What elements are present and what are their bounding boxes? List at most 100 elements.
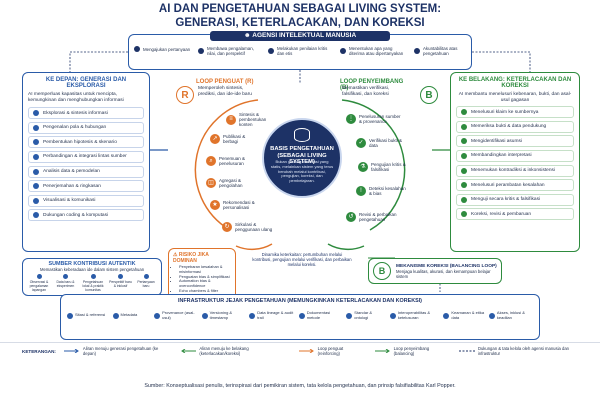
correction-desc: Menjaga kualitas, akurasi, dan kemampuan… [396,268,491,279]
people-icon: ☻ [243,32,253,39]
legend-item: Aliran menuju ke belakang (keterlacakan/… [180,346,290,356]
risk-item: Penyebaran kesalahan & misinformasi [179,264,231,275]
share-icon: ↗ [210,134,220,144]
chart-icon [33,197,39,204]
source-item: Perspektif baru & inklusif [109,274,133,293]
reinforcing-loop-icon: R [176,86,194,104]
orange-loop-icon [298,349,314,353]
left-item: Perbandingan & integrasi lintas sumber [28,150,144,163]
risk-box: ⚠ RISIKO JIKA DOMINAN Penyebaran kesalah… [168,248,236,307]
question-icon [134,46,140,52]
right-item: Memeriksa bukti & data pendukung [456,120,574,133]
tag-icon [112,312,119,319]
balancing-step: ↺Revisi & perbaikan pengetahuan [346,212,404,222]
infra-list: Sitasi & referensi Metadata Provenance (… [67,310,533,320]
balancing-desc: Memastikan verifikasi, falsifikasi, dan … [342,86,390,97]
infra-item: Akses, inklusi & keadilan [488,310,533,320]
left-panel-title: KE DEPAN: GENERASI DAN EKSPLORASI [45,77,127,89]
handshake-icon [414,48,420,54]
infra-item: Interoperabilitas & ketelusuran [389,310,440,320]
right-panel-subtitle: AI membantu menelusuri kebenaran, bukti,… [458,92,572,103]
left-item: Pengenalan pola & hubungan [28,121,144,134]
lineage-icon [249,312,256,319]
fingerprint-icon [154,312,161,319]
compare-icon [33,153,39,160]
dashed-line-icon [458,350,475,352]
balancing-loop-arc-bottom [327,243,365,251]
right-item: Mengidentifikasi asumsi [456,135,574,148]
left-item: Eksplorasi & sintesis informasi [28,107,144,120]
legend-label: KETERANGAN: [22,348,56,354]
translate-icon [33,183,39,190]
right-panel: KE BELAKANG: KETERLACAKAN DAN KOREKSI AI… [450,72,580,252]
warning-icon: ! [356,186,366,196]
lock-icon [443,312,450,319]
legend-item: Dukungan & tata kelola oleh agensi manus… [458,346,592,356]
bar-chart-icon [33,168,39,175]
balancing-title: LOOP PENYEIMBANG (B) [340,79,404,91]
correction-text: MEKANISME KOREKSI (BALANCING LOOP) Menja… [396,264,497,279]
sources-title: SUMBER KONTRIBUSI AUTENTIK [48,261,136,267]
network-icon [33,124,39,131]
footprints-icon: ⋮ [346,114,356,124]
correction-box: B MEKANISME KOREKSI (BALANCING LOOP) Men… [368,258,502,284]
agency-to-left-line [69,51,128,72]
legend-divider [0,342,600,343]
knowledge-base-title: BASIS PENGETAHUAN (SEBAGAI LIVING SYSTEM… [270,146,334,166]
sources-box: SUMBER KONTRIBUSI AUTENTIK Memastikan ke… [22,258,162,296]
knowledge-base-circle [262,118,342,198]
reinforcing-step: ↗Publikasi & berbagi [210,134,258,144]
infra-item: Sitasi & referensi [67,311,109,320]
infra-item: Dokumentasi metode [298,310,343,320]
contradiction-icon [461,167,467,174]
risk-item: Penguatan bias & simplifikasi [179,274,231,280]
check-shield-icon [340,48,346,54]
reinforcing-step: ★Rekomendasi & personalisasi [210,200,260,210]
risk-item: Automation bias & overconfidence [179,279,231,289]
footprints-icon [461,109,467,116]
legend-item: Aliran menuju generasi pengetahuan (ke d… [63,346,172,356]
warning-icon: ⚠ [173,252,179,258]
right-item: Menguji secara kritis & falsifikasi [456,193,574,206]
reinforcing-step: ≡Sintesis & pembentukan konten [226,112,276,127]
star-icon: ★ [210,200,220,210]
infra-box: INFRASTRUKTUR JEJAK PENGETAHUAN (MEMUNGK… [60,294,540,340]
balancing-step: ✓Verifikasi bukti & data [356,138,406,148]
correction-loop-icon: B [373,262,391,280]
layers-icon: ◫ [206,178,216,188]
quote-icon [67,312,73,319]
knowledge-base-desc: Bukan gudang informasi yang statis, mela… [270,159,334,184]
left-panel: KE DEPAN: GENERASI DAN EKSPLORASI AI mem… [22,72,150,252]
reinforcing-step: ⌕Penemuan & penelusuran [206,156,254,166]
code-icon [33,212,39,219]
check-icon: ✓ [356,138,366,148]
people-icon [488,312,495,319]
eye-icon [118,274,123,279]
sources-subtitle: Memastikan keberadaan ide dalam sistem p… [39,267,145,272]
infra-item: Keamanan & etika data [443,310,485,320]
reinforcing-desc: Memperoleh sintesis, prediksi, dan ide-i… [198,86,252,97]
document-icon [298,312,305,319]
refresh-icon: ↺ [346,212,356,222]
agency-item: Mengajukan pertanyaan [134,46,194,52]
edit-icon [461,211,467,218]
triangle-icon [461,138,467,145]
binoculars-icon [36,274,42,279]
spread-icon [461,182,467,189]
right-item: Menelusuri perambatan kesalahan [456,179,574,192]
right-item: Menelusuri klaim ke sumbernya [456,106,574,119]
legend-item: Loop penguat (reinforcing) [298,346,367,356]
clock-icon [201,312,208,319]
green-loop-icon [374,349,390,353]
lightbulb-icon [33,139,39,146]
title-line-2: GENERASI, KETERLACAKAN, DAN KOREKSI [175,17,425,29]
title-line-1: AI DAN PENGETAHUAN SEBAGAI LIVING SYSTEM… [158,3,442,15]
legend-item: Loop penyeimbang (balancing) [374,346,451,356]
magnifier-icon: ⌕ [206,156,216,166]
source-item: Pengetahuan lokal & praktik komunitas [80,274,106,293]
community-icon [90,274,96,279]
footer-source: Sumber: Konseptualisasi penulis, terinsp… [144,383,456,389]
right-panel-title: KE BELAKANG: KETERLACAKAN DAN KOREKSI [458,77,572,89]
source-item: Observasi & pengalaman lapangan [27,274,51,293]
infra-item: Metadata [112,311,151,320]
